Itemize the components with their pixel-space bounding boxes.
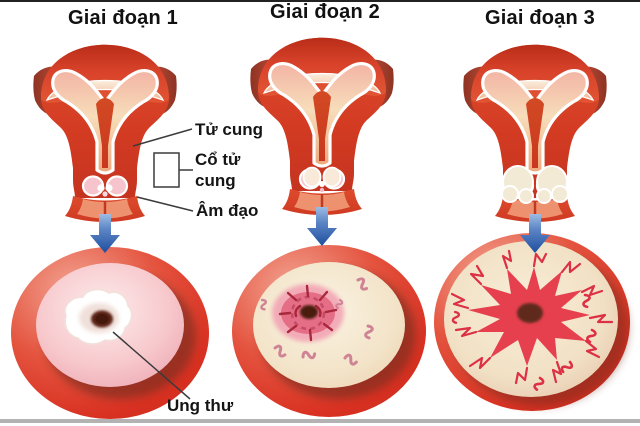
- uterus-illustration-stage-1: [33, 45, 176, 222]
- tumor-lesion-stage-2: [272, 284, 344, 342]
- tumor-lesion-stage-3: [450, 249, 614, 385]
- cervix-tumor-stage-1: [97, 184, 113, 197]
- cervix-view-stage-3: [434, 233, 630, 411]
- leader-line-cancer: [112, 331, 191, 400]
- down-arrow-icon: [307, 207, 337, 246]
- stage-2-title: Giai đoạn 2: [269, 1, 380, 23]
- leader-line-vagina: [136, 196, 194, 212]
- down-arrow-icon: [520, 214, 550, 253]
- cervix-label: Cổ tử cung: [195, 150, 241, 190]
- uterus-illustration-stage-3: [463, 45, 606, 222]
- uterus-illustration-stage-2: [250, 38, 393, 215]
- vagina-label: Âm đạo: [196, 201, 259, 220]
- stage-1-title: Giai đoạn 1: [67, 7, 178, 29]
- stage-3-title: Giai đoạn 3: [484, 7, 595, 29]
- down-arrow-icon: [90, 214, 120, 253]
- bottom-divider: [0, 419, 640, 423]
- uterus-label: Tử cung: [195, 120, 264, 139]
- cervix-view-stage-1: [11, 247, 209, 419]
- cancer-label: Ung thư: [167, 396, 234, 415]
- cervix-tumor-stage-2: [302, 166, 342, 193]
- cervix-tumor-stage-3: [501, 165, 569, 204]
- top-border: [0, 0, 640, 2]
- cervix-bracket: [153, 152, 180, 188]
- tumor-lesion-stage-1: [64, 288, 133, 345]
- cervix-view-stage-2: [232, 245, 426, 417]
- leader-line-uterus: [132, 128, 193, 147]
